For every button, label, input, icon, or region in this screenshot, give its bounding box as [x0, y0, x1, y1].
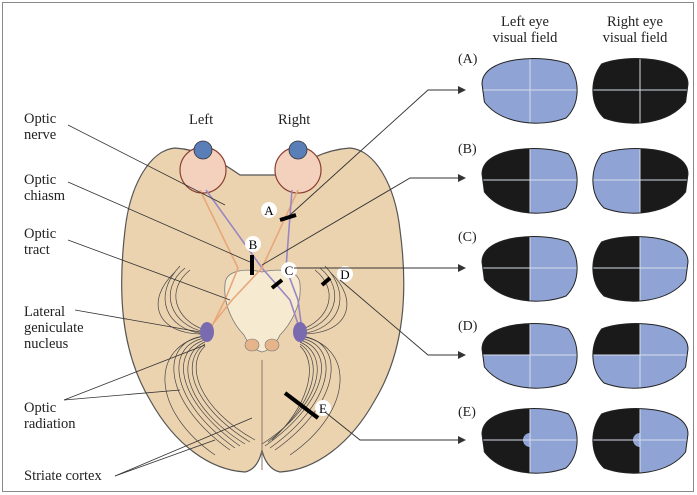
field-quadrant-upper-left	[470, 223, 530, 268]
field-quadrant-lower-left	[470, 180, 530, 225]
field-quadrant-upper-left	[470, 135, 530, 180]
field-quadrant-upper-right	[530, 223, 590, 268]
field-quadrant-upper-left	[580, 135, 640, 180]
field-quadrant-lower-right	[640, 440, 697, 485]
marker-e: E	[319, 401, 327, 416]
field-quadrant-lower-left	[470, 90, 530, 135]
label-right: Right	[278, 112, 310, 128]
field-quadrant-lower-right	[530, 440, 590, 485]
field-quadrant-lower-right	[640, 268, 697, 313]
lgn-left	[200, 322, 214, 342]
colliculus-right	[265, 339, 279, 351]
row-label-a: (A)	[458, 52, 477, 68]
field-quadrant-lower-left	[470, 268, 530, 313]
field-quadrant-upper-left	[470, 45, 530, 90]
field-quadrant-upper-left	[470, 310, 530, 355]
field-quadrant-lower-right	[640, 355, 697, 400]
field-quadrant-upper-left	[470, 395, 530, 440]
label-left: Left	[189, 112, 213, 128]
field-quadrant-upper-left	[580, 223, 640, 268]
field-quadrant-lower-left	[470, 440, 530, 485]
row-label-c: (C)	[458, 230, 477, 246]
field-quadrant-lower-left	[580, 90, 640, 135]
field-quadrant-upper-right	[530, 395, 590, 440]
field-quadrant-lower-right	[530, 355, 590, 400]
visual-field-panels	[470, 45, 697, 485]
row-label-d: (D)	[458, 319, 477, 335]
marker-b: B	[249, 237, 258, 252]
marker-a: A	[264, 203, 274, 218]
field-quadrant-upper-left	[580, 310, 640, 355]
field-quadrant-lower-right	[530, 90, 590, 135]
field-quadrant-lower-left	[580, 268, 640, 313]
field-quadrant-lower-left	[580, 440, 640, 485]
field-quadrant-lower-right	[530, 268, 590, 313]
field-quadrant-lower-right	[530, 180, 590, 225]
field-quadrant-lower-right	[640, 180, 697, 225]
field-quadrant-upper-right	[530, 310, 590, 355]
marker-d: D	[340, 267, 349, 282]
field-quadrant-lower-left	[580, 180, 640, 225]
arrow-heads	[458, 86, 466, 444]
lgn-right	[293, 322, 307, 342]
label-striate-cortex: Striate cortex	[24, 468, 102, 484]
field-quadrant-lower-left	[580, 355, 640, 400]
field-quadrant-upper-left	[580, 395, 640, 440]
field-quadrant-upper-right	[530, 45, 590, 90]
marker-c: C	[285, 263, 294, 278]
field-quadrant-lower-right	[640, 90, 697, 135]
row-label-b: (B)	[458, 142, 477, 158]
right-eye	[275, 141, 321, 193]
row-label-e: (E)	[458, 405, 476, 421]
colliculus-left	[245, 339, 259, 351]
field-quadrant-upper-right	[530, 135, 590, 180]
field-quadrant-lower-left	[470, 355, 530, 400]
field-quadrant-upper-left	[580, 45, 640, 90]
